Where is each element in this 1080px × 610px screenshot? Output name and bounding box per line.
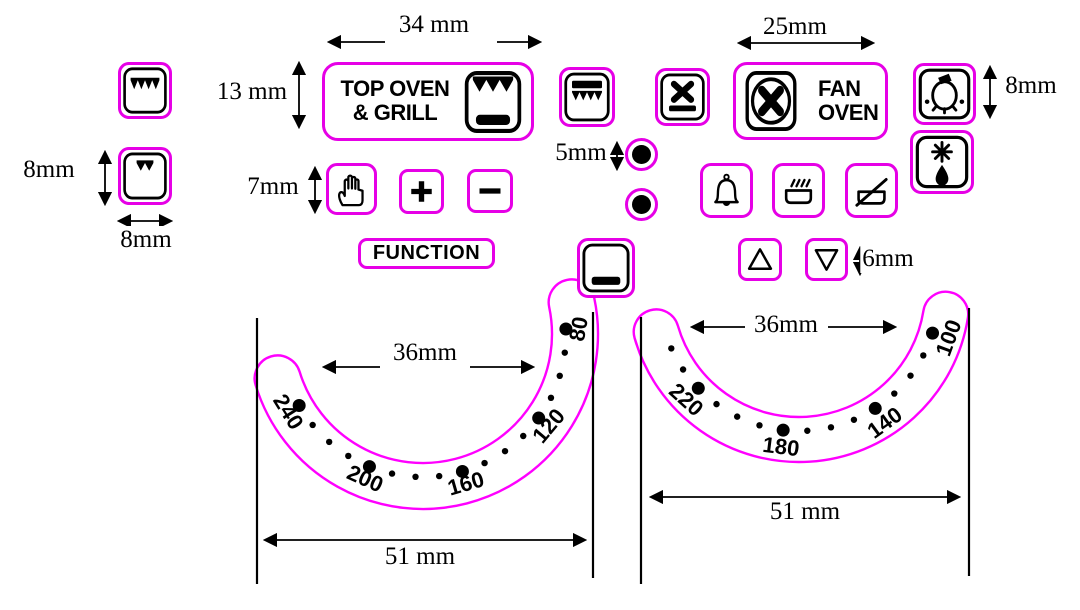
dim-5-label: 5mm — [553, 139, 609, 167]
bottom-element-icon — [577, 238, 635, 298]
left-dial-tick-dot — [501, 447, 509, 455]
right-dial-tick-dot — [776, 423, 790, 437]
dim-34-label: 34 mm — [396, 11, 472, 39]
oven-light-icon — [913, 63, 976, 125]
fan-oven-button: FAN OVEN — [733, 62, 888, 140]
right-dial-tick-dot — [679, 366, 687, 373]
left-dial-band — [253, 278, 600, 511]
cook-dish-icon — [772, 163, 825, 218]
dim-25-label: 25mm — [761, 13, 829, 41]
dim-left-36-label: 36mm — [391, 339, 459, 367]
function-button: FUNCTION — [358, 238, 495, 269]
fan-oven-label-line2: OVEN — [818, 100, 879, 125]
dim-7-label: 7mm — [245, 173, 301, 201]
right-dial-tick-dot — [868, 401, 882, 415]
right-dial-tick-dot — [804, 427, 811, 434]
left-dial-tick-dot — [325, 438, 333, 446]
right-dial-tick-dot — [713, 400, 720, 408]
left-dial-tick-dot — [309, 421, 316, 429]
right-dial-tick-dot — [827, 424, 835, 431]
grill-full-icon — [118, 62, 172, 119]
right-dial-temp-label: 180 — [761, 431, 802, 462]
left-dial-temp-label: 80 — [563, 314, 593, 343]
half-grill-icon — [118, 147, 172, 205]
right-dial-tick-dot — [907, 372, 914, 379]
dim-8-right-label: 8mm — [1003, 72, 1059, 100]
top-oven-grill-icon — [464, 71, 522, 133]
right-dial-band — [632, 290, 970, 464]
left-dial-tick-dot — [556, 372, 563, 380]
right-dial-tick-dot — [668, 345, 675, 352]
plus-icon — [399, 169, 444, 214]
dim-8-left-label: 8mm — [21, 156, 77, 184]
left-dial-tick-dot — [481, 459, 488, 467]
indicator-dot-bottom — [625, 188, 658, 221]
defrost-icon — [910, 130, 974, 194]
left-dial-tick-dot — [561, 349, 568, 356]
left-dial-tick-dot — [520, 432, 527, 440]
function-label: FUNCTION — [372, 242, 481, 264]
left-dial-tick-dot — [292, 399, 306, 412]
dim-left-51-label: 51 mm — [382, 543, 458, 571]
right-dial-tick-dot — [920, 352, 927, 359]
top-oven-grill-button: TOP OVEN & GRILL — [322, 62, 534, 141]
dim-8-bottom-label: 8mm — [118, 226, 174, 254]
dimension-arrows — [97, 34, 998, 548]
fan-grill-icon — [655, 68, 710, 126]
dim-right-36-label: 36mm — [752, 311, 820, 339]
temperature-dials — [253, 278, 970, 511]
frame-lines — [255, 308, 971, 584]
manual-hand-icon — [326, 163, 377, 215]
minus-icon — [467, 169, 513, 213]
left-dial-tick-dot — [388, 470, 396, 477]
timer-bell-icon — [700, 163, 753, 218]
left-dial-tick-dot — [345, 452, 352, 460]
dim-13-label: 13 mm — [214, 78, 290, 106]
indicator-dot-top — [625, 138, 658, 171]
right-dial-tick-dot — [850, 416, 858, 423]
left-dial-tick-dot — [435, 472, 443, 480]
left-dial-tick-dot — [547, 394, 555, 402]
top-oven-grill-label-line2: & GRILL — [352, 100, 438, 125]
top-oven-grill-label-line1: TOP OVEN — [340, 76, 450, 101]
up-triangle-icon — [738, 238, 782, 281]
right-dial-tick-dot — [691, 381, 705, 395]
left-dial-tick-dot — [412, 473, 419, 481]
right-dial-tick-dot — [733, 413, 741, 420]
fan-icon — [745, 70, 797, 132]
right-dial-tick-dot — [756, 422, 763, 429]
down-triangle-icon — [805, 238, 848, 281]
right-dial-tick-dot — [926, 326, 940, 340]
dim-right-51-label: 51 mm — [767, 498, 843, 526]
left-dial-tick-dot — [362, 460, 376, 474]
grill-element-icon — [559, 67, 615, 127]
end-dish-icon — [845, 163, 898, 218]
fan-oven-label-line1: FAN — [818, 76, 861, 101]
dim-6-label: 6mm — [860, 245, 916, 273]
left-dial-tick-dot — [455, 464, 469, 478]
right-dial-tick-dot — [891, 390, 898, 397]
left-dial-tick-dot — [559, 322, 573, 336]
left-dial-tick-dot — [532, 411, 546, 425]
